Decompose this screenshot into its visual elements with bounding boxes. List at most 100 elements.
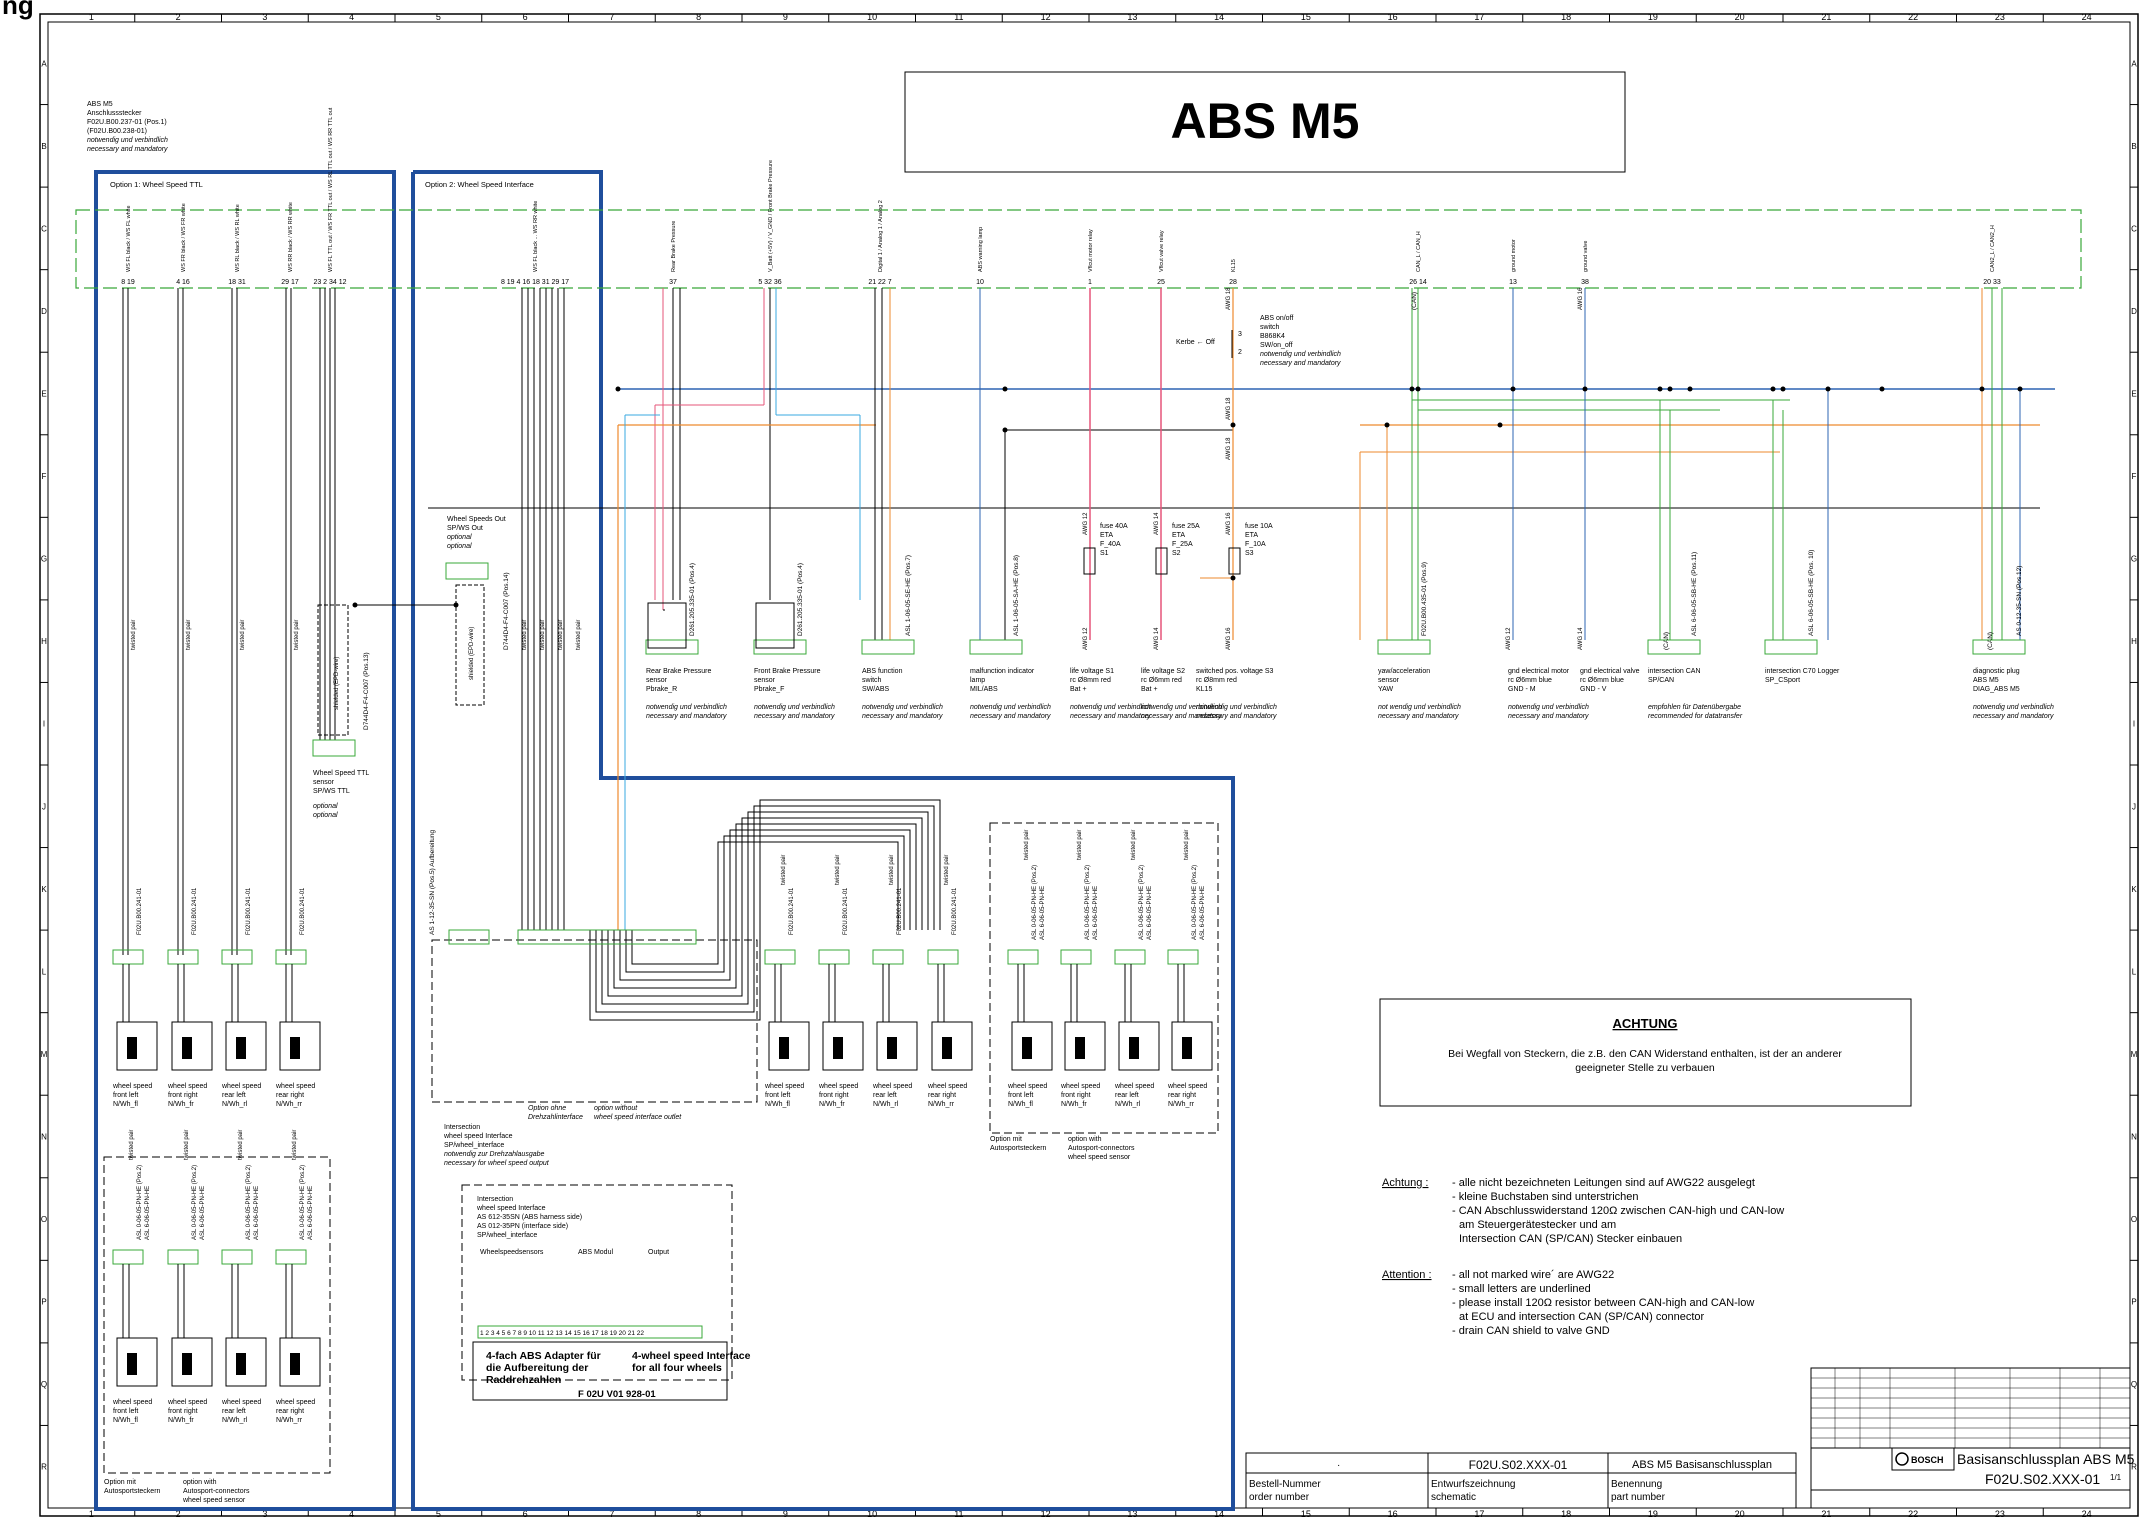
- ecu-pin-number: 8 19 4 16 18 31 29 17: [501, 279, 569, 286]
- connector-note-line2: Anschlussstecker: [87, 110, 142, 117]
- junction-dot: [2017, 386, 2023, 392]
- wheel-sensor-connector: [818, 949, 850, 965]
- junction-dot: [1230, 575, 1236, 581]
- wheel-sensor-body: [171, 1337, 213, 1387]
- wheel-label1: wheel speed: [764, 1083, 804, 1090]
- twisted-pair-label: twisted pair: [1184, 830, 1190, 860]
- connector-note-line5: notwendig und verbindlich: [87, 137, 168, 144]
- adapter-pin-row: [477, 1325, 703, 1339]
- wheel-sensor-icon: [887, 1037, 897, 1059]
- wheel-part-b: ASL 0-06-05-PN-HE (Pos.2): [1192, 865, 1198, 940]
- grid-row-label-right: I: [2133, 720, 2135, 729]
- device-label2: sensor: [1378, 677, 1400, 684]
- option1-autosport-frame: [103, 1156, 331, 1474]
- ttl-shield: [317, 604, 349, 736]
- junction-dot: [1409, 386, 1415, 392]
- can-label: (CAN): [1411, 292, 1418, 310]
- connector-note: ABS M5 Anschlussstecker F02U.B00.237-01 …: [87, 101, 168, 153]
- grid-row-label-left: N: [41, 1133, 47, 1142]
- adapter-l5: SP/wheel_interface: [477, 1232, 537, 1239]
- device-mandatory2: necessary and mandatory: [646, 713, 727, 720]
- fuse-symbol: [1083, 547, 1096, 575]
- grid-row-label-left: M: [41, 1050, 48, 1059]
- wheel-part-c: ASL 6-06-05-PN-HE: [1040, 886, 1046, 940]
- wheel-label1: wheel speed: [112, 1083, 152, 1090]
- wheel-label2: front left: [765, 1092, 790, 1099]
- grid-col-label-top: 5: [436, 12, 441, 22]
- wheel-sensor-body: [1011, 1021, 1053, 1071]
- wheel-sensor-icon: [833, 1037, 843, 1059]
- tb-right-title: Basisanschlussplan ABS M5: [1957, 1451, 2135, 1467]
- wheel-label1: wheel speed: [1167, 1083, 1207, 1090]
- interface-loop-wire: [619, 829, 911, 981]
- wheel-label2: front right: [168, 1408, 198, 1415]
- wheel-label2: front right: [819, 1092, 849, 1099]
- wheel-part-label: F02U.B00.241-01: [952, 887, 958, 935]
- junction-dot: [1510, 386, 1516, 392]
- wheel-sensor-connector: [872, 949, 904, 965]
- title-box: [904, 71, 1626, 173]
- device-label2: rc Ø6mm blue: [1508, 677, 1552, 684]
- wheel-sensor-body: [822, 1021, 864, 1071]
- notes-en-l2: - small letters are underlined: [1452, 1283, 1591, 1295]
- wheel-label2: front right: [1061, 1092, 1091, 1099]
- twisted-pair-label: twisted pair: [292, 1130, 298, 1160]
- grid-row-label-right: B: [2131, 142, 2136, 151]
- ecu-pin-number: 20 33: [1983, 279, 2001, 286]
- grid-col-label-bottom: 24: [2082, 1509, 2092, 1519]
- device-label3: YAW: [1378, 686, 1394, 693]
- grid-row-label-left: K: [41, 885, 47, 894]
- grid-row-label-right: Q: [2131, 1380, 2137, 1389]
- device-part-label: ASL 1-06-05-SE-HE (Pos.7): [905, 555, 912, 636]
- intersection-l3: SP/wheel_interface: [444, 1142, 504, 1149]
- wheel-part-label: F02U.B00.241-01: [192, 887, 198, 935]
- adapter-title-box: [472, 1341, 728, 1401]
- device-mandatory1: notwendig und verbindlich: [754, 704, 835, 711]
- device-label1: gnd electrical valve: [1580, 668, 1640, 675]
- grid-col-label-bottom: 10: [867, 1509, 877, 1519]
- achtung-title: ACHTUNG: [1613, 1016, 1678, 1031]
- grid-row-label-left: I: [43, 720, 45, 729]
- fuse-symbol: [1155, 547, 1168, 575]
- junction-dot: [1780, 386, 1786, 392]
- device-mandatory1: notwendig und verbindlich: [862, 704, 943, 711]
- grid-col-label-bottom: 3: [262, 1509, 267, 1519]
- device-part-label: D261.205.335-01 (Pos.4): [689, 563, 696, 636]
- adapter-de2: die Aufbereitung der: [486, 1362, 588, 1374]
- grid-row-label-left: G: [41, 555, 47, 564]
- grid-row-label-left: O: [41, 1215, 47, 1224]
- wheel-label1: wheel speed: [167, 1399, 207, 1406]
- wheel-label3: N/Wh_fr: [1061, 1101, 1087, 1108]
- grid-col-label-top: 11: [954, 12, 963, 22]
- device-label1: switched pos. voltage S3: [1196, 668, 1274, 675]
- device-label3: GND - M: [1508, 686, 1536, 693]
- grid-col-label-top: 16: [1388, 12, 1398, 22]
- grid-col-label-bottom: 18: [1561, 1509, 1571, 1519]
- awg-label: AWG 16: [1226, 627, 1232, 650]
- tb-sheet: 1/1: [2110, 1473, 2122, 1482]
- opt1-note-l2: Autosportsteckern: [104, 1488, 161, 1495]
- grid-col-label-top: 13: [1127, 12, 1137, 22]
- wheel-sensor-icon: [290, 1037, 300, 1059]
- grid-column-labels: 1122334455667788991010111112121313141415…: [89, 12, 2092, 1519]
- device-label2: SP_CSport: [1765, 677, 1800, 684]
- grid-row-label-left: F: [42, 472, 47, 481]
- title-block-left: [1245, 1452, 1797, 1509]
- wheel-sensor-body: [931, 1021, 973, 1071]
- interface-loop-wire: [595, 805, 935, 1013]
- wheel-label1: wheel speed: [275, 1083, 315, 1090]
- device-label1: intersection C70 Logger: [1765, 668, 1840, 675]
- switch-label1: ABS on/off: [1260, 315, 1293, 322]
- switch-label2: switch: [1260, 324, 1280, 331]
- wheel-part-label: F02U.B00.241-01: [789, 887, 795, 935]
- twisted-pair-label: twisted pair: [186, 620, 192, 650]
- device-label1: life voltage S2: [1141, 668, 1185, 675]
- ecu-pin-signal: WS FR black / WS FR white: [181, 203, 187, 272]
- wheel-sensor-icon: [236, 1037, 246, 1059]
- ecu-pin-signal: WS FL black ... WS RR white: [533, 201, 539, 272]
- adapter-group2: ABS Modul: [578, 1249, 613, 1256]
- intersection-ohne2: Drehzahlinterface: [528, 1114, 583, 1121]
- device-mandatory2: necessary and mandatory: [1973, 713, 2054, 720]
